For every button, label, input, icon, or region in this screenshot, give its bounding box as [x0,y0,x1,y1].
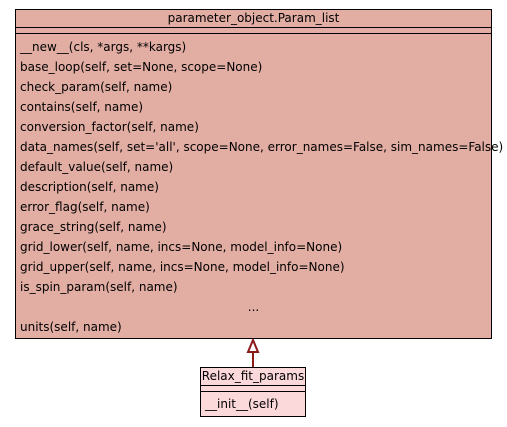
class-box-param-list[interactable]: parameter_object.Param_list __new__(cls,… [15,9,503,339]
class-divider-top [16,27,491,28]
class-divider-top [201,385,305,386]
class-name: Relax_fit_params [201,369,305,383]
methods-ellipsis: ... [247,300,260,314]
method-check-param: check_param(self, name) [20,80,173,94]
method-contains: contains(self, name) [20,100,144,114]
method-init: __init__(self) [205,397,279,411]
method-conversion-factor: conversion_factor(self, name) [20,120,199,134]
inheritance-arrowhead [246,337,260,353]
method-base-loop: base_loop(self, set=None, scope=None) [20,60,263,74]
method-is-spin-param: is_spin_param(self, name) [20,280,178,294]
method-grid-lower: grid_lower(self, name, incs=None, model_… [20,240,343,254]
class-divider-attributes [16,33,491,34]
method-description: description(self, name) [20,180,159,194]
method-new: __new__(cls, *args, **kargs) [20,40,187,54]
class-box-relax-fit-params[interactable]: Relax_fit_params __init__(self) [200,367,306,417]
method-units: units(self, name) [20,320,122,334]
method-data-names: data_names(self, set='all', scope=None, … [20,140,504,154]
class-name: parameter_object.Param_list [167,11,340,25]
method-grace-string: grace_string(self, name) [20,220,167,234]
method-grid-upper: grid_upper(self, name, incs=None, model_… [20,260,345,274]
method-error-flag: error_flag(self, name) [20,200,150,214]
class-divider-attributes [201,391,305,392]
method-default-value: default_value(self, name) [20,160,174,174]
